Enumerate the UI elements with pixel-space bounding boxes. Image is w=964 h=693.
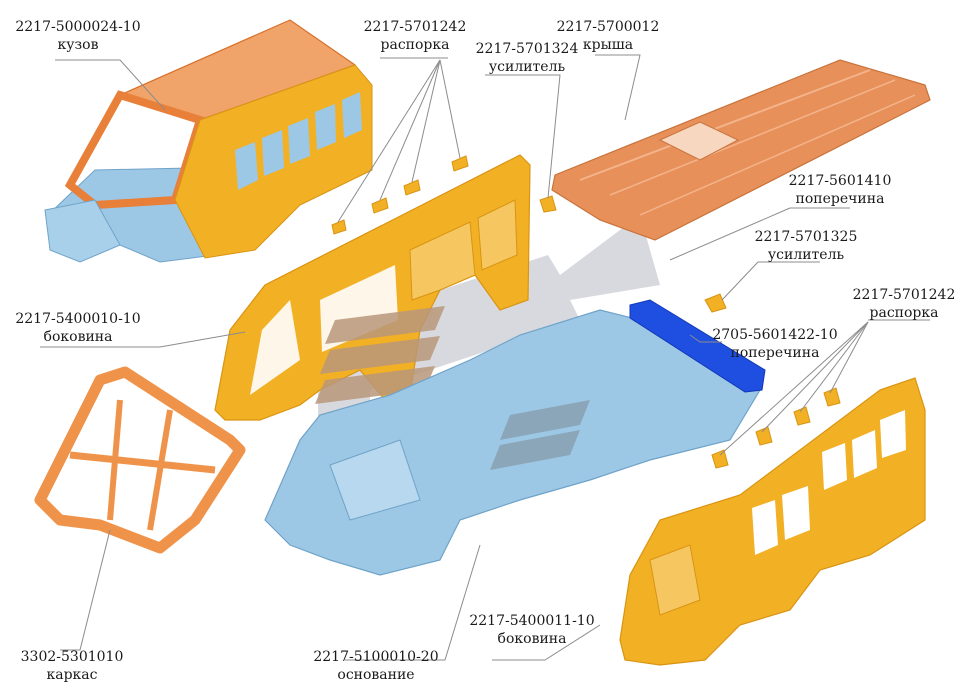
- label-base-code: 2217-5100010-20: [313, 649, 439, 665]
- label-body-code: 2217-5000024-10: [15, 19, 141, 35]
- label-brace-right: 2217-5701242 распорка: [845, 286, 963, 322]
- label-frame-name: каркас: [46, 667, 98, 683]
- label-side-left-code: 2217-5400010-10: [15, 311, 141, 327]
- label-reinf-mid: 2217-5701325 усилитель: [746, 228, 866, 264]
- label-base-name: основание: [337, 667, 415, 683]
- label-reinf-mid-name: усилитель: [767, 247, 845, 263]
- label-brace-right-name: распорка: [869, 305, 939, 321]
- label-roof-code: 2217-5700012: [556, 19, 660, 35]
- label-roof-name: крыша: [582, 37, 634, 53]
- label-body-name: кузов: [57, 37, 99, 53]
- leader-lines: [40, 54, 930, 661]
- right-side-panel: [619, 377, 926, 666]
- assembly-arrow: [318, 215, 660, 470]
- label-crossmember-mid: 2705-5601422-10 поперечина: [700, 326, 850, 362]
- label-crossmember-top-code: 2217-5601410: [788, 173, 892, 189]
- label-reinf-mid-code: 2217-5701325: [754, 229, 858, 245]
- label-crossmember-top: 2217-5601410 поперечина: [780, 172, 900, 208]
- crossmember-bar: [629, 299, 766, 393]
- front-frame: [34, 366, 246, 554]
- label-brace-top: 2217-5701242 распорка: [345, 18, 485, 54]
- label-reinf-top-name: усилитель: [488, 59, 566, 75]
- reinforcement-part: [704, 293, 727, 313]
- label-side-left: 2217-5400010-10 боковина: [8, 310, 148, 346]
- label-base: 2217-5100010-20 основание: [306, 648, 446, 684]
- label-crossmember-mid-code: 2705-5601422-10: [712, 327, 838, 343]
- left-side-panel: [214, 154, 531, 421]
- base-floor: [264, 309, 761, 576]
- label-frame-code: 3302-5301010: [20, 649, 124, 665]
- brace-parts-top: [331, 155, 557, 235]
- label-brace-right-code: 2217-5701242: [852, 287, 956, 303]
- assembled-body: [44, 19, 373, 263]
- label-reinf-top: 2217-5701324 усилитель: [462, 40, 592, 76]
- label-side-left-name: боковина: [43, 329, 113, 345]
- label-crossmember-top-name: поперечина: [795, 191, 885, 207]
- label-side-right-name: боковина: [497, 631, 567, 647]
- label-side-right-code: 2217-5400011-10: [469, 613, 595, 629]
- label-brace-top-name: распорка: [380, 37, 450, 53]
- brace-parts-right: [711, 387, 841, 469]
- label-reinf-top-code: 2217-5701324: [475, 41, 579, 57]
- label-frame: 3302-5301010 каркас: [12, 648, 132, 684]
- label-roof: 2217-5700012 крыша: [548, 18, 668, 54]
- label-side-right: 2217-5400011-10 боковина: [462, 612, 602, 648]
- label-brace-top-code: 2217-5701242: [363, 19, 467, 35]
- label-body: 2217-5000024-10 кузов: [8, 18, 148, 54]
- label-crossmember-mid-name: поперечина: [730, 345, 820, 361]
- roof-panel: [551, 59, 931, 241]
